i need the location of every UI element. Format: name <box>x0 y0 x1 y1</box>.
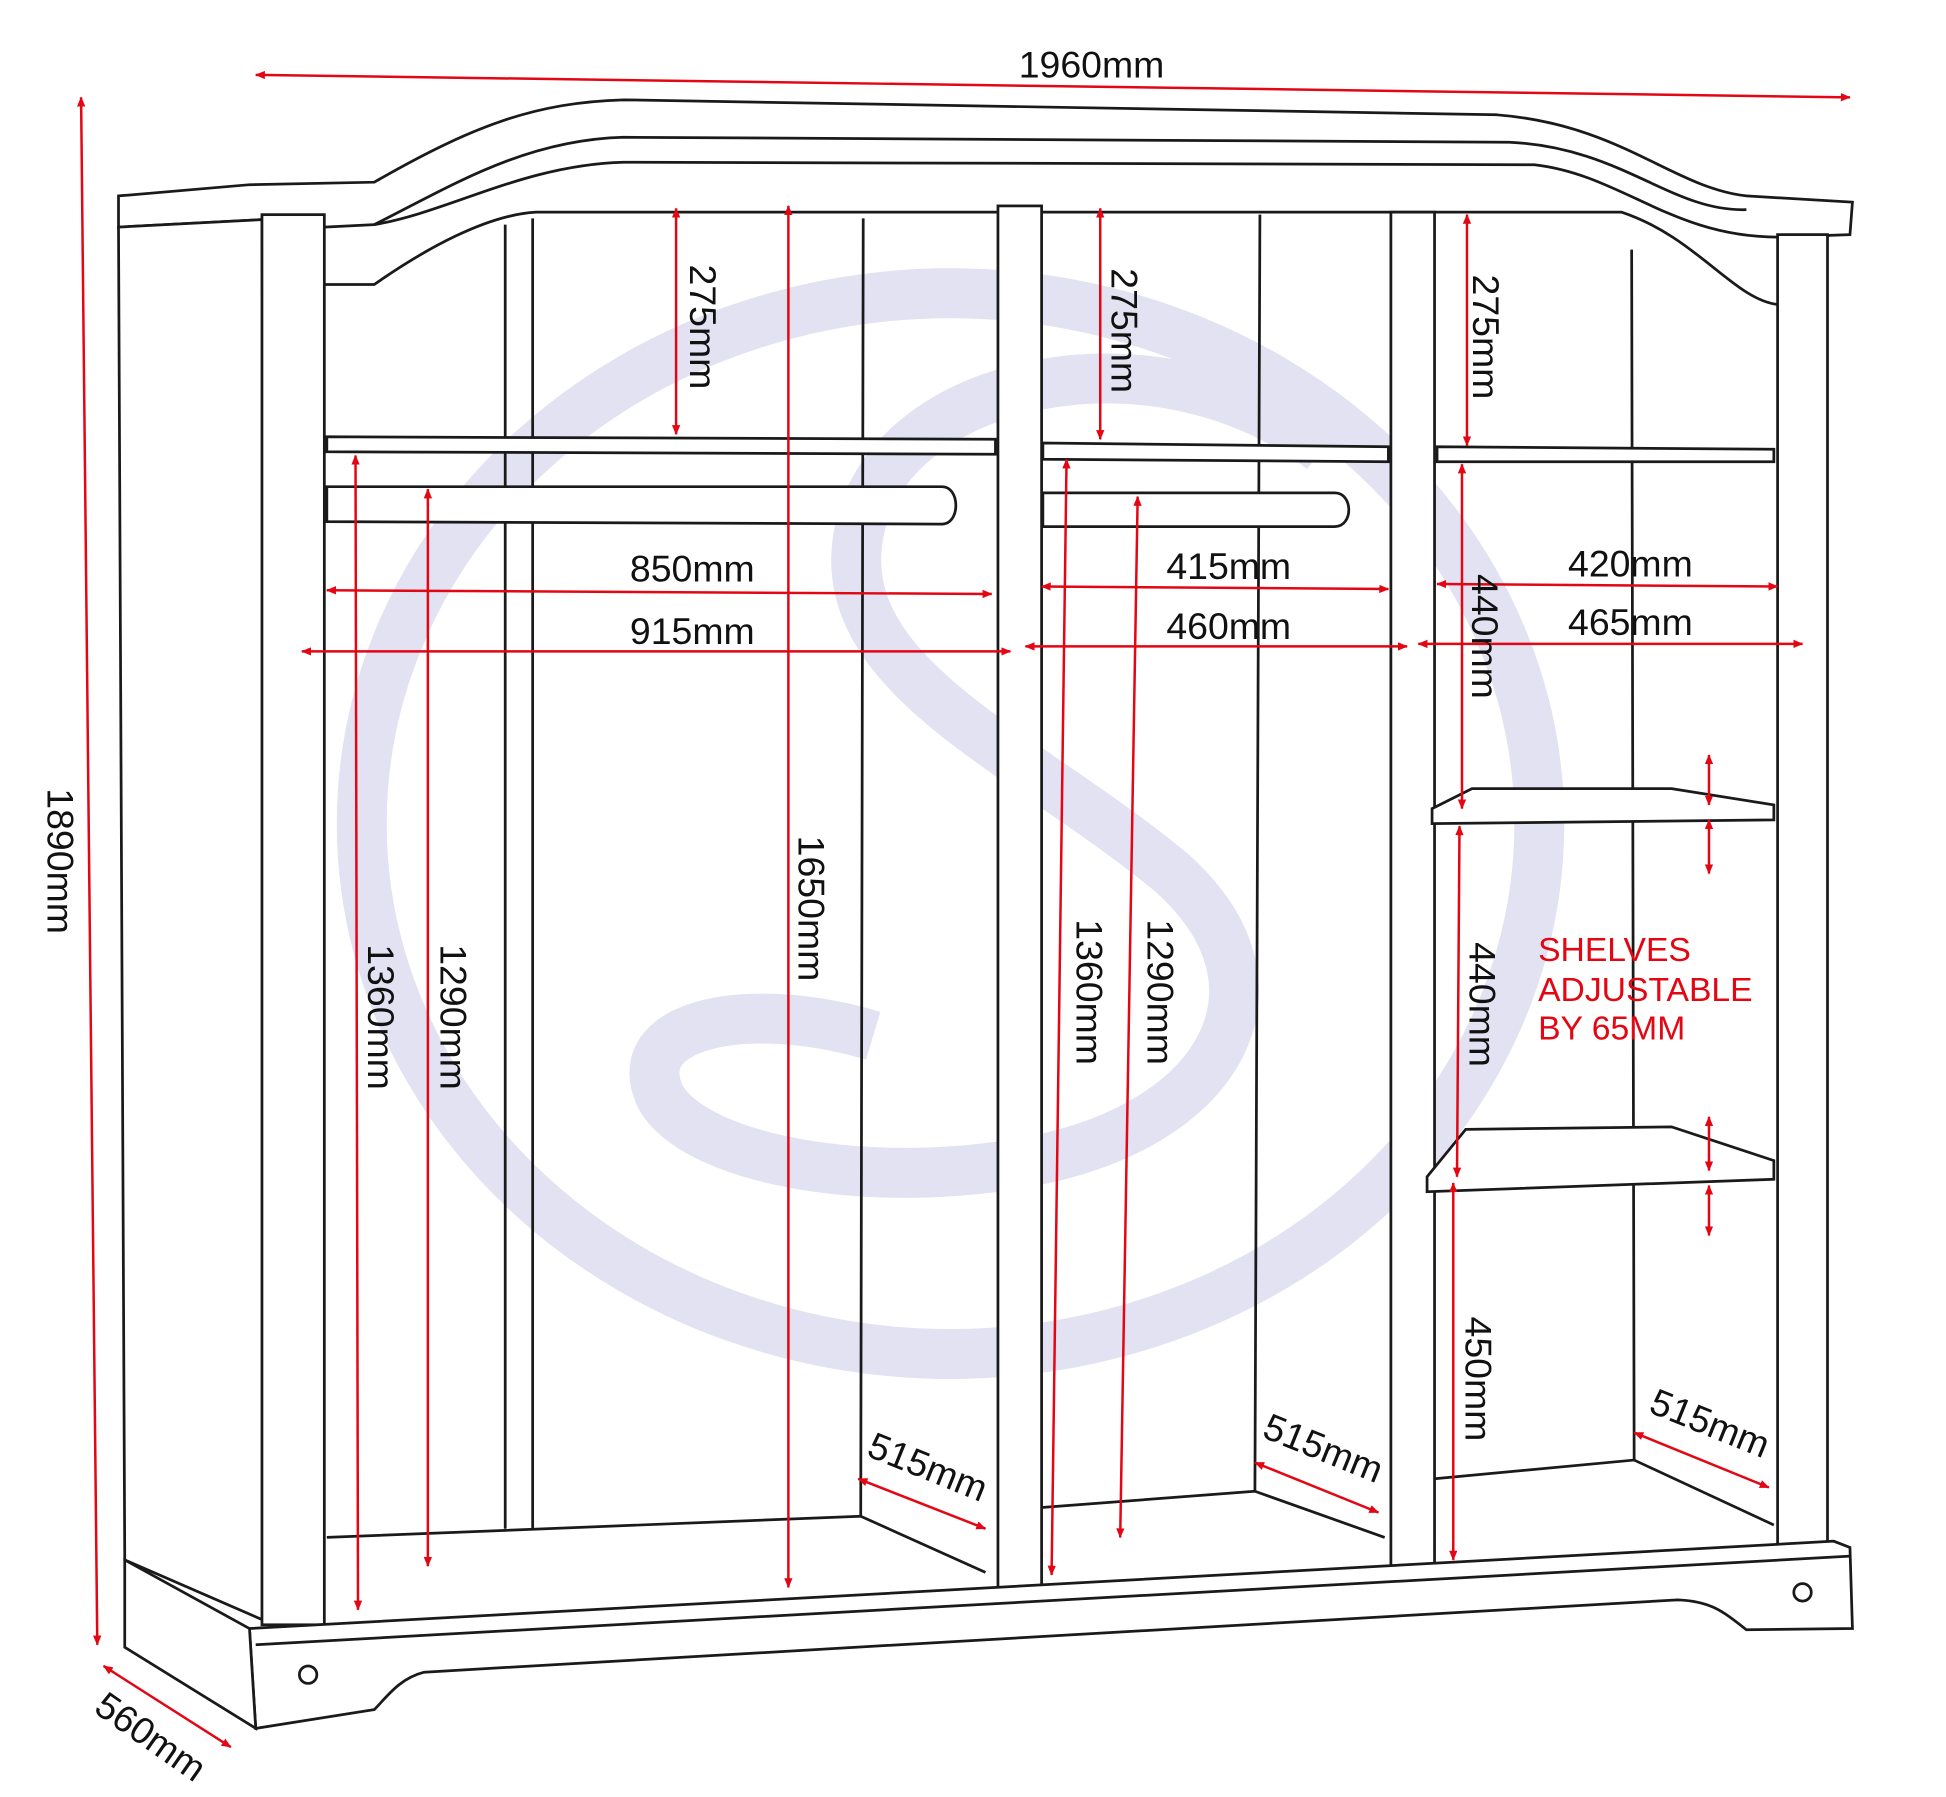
middle-rail-width-label: 415mm <box>1166 545 1291 587</box>
left-width-label: 915mm <box>630 610 755 652</box>
overall-depth-label: 560mm <box>88 1683 214 1789</box>
wardrobe-outline <box>117 98 1854 1731</box>
shelf-gap-bottom-label: 450mm <box>1458 1317 1500 1442</box>
middle-hanging-height-label: 1290mm <box>1140 919 1182 1065</box>
dimension-lines <box>77 70 1851 1749</box>
middle-rail-height-label: 1360mm <box>1069 919 1111 1065</box>
shelf-gap-middle-label: 440mm <box>1461 942 1503 1067</box>
left-depth-label: 515mm <box>862 1424 993 1510</box>
shelves-note-line-3: BY 65MM <box>1538 1011 1685 1048</box>
top-gap-left-label: 275mm <box>682 265 724 390</box>
left-rail-width-label: 850mm <box>630 548 755 590</box>
left-rail-height-label: 1360mm <box>360 944 402 1090</box>
shelves-note-line-1: SHELVES <box>1538 932 1691 969</box>
shelves-note-line-2: ADJUSTABLE <box>1538 972 1753 1009</box>
middle-depth-label: 515mm <box>1258 1405 1389 1491</box>
top-gap-right-label: 275mm <box>1465 275 1507 400</box>
middle-width-label: 460mm <box>1166 605 1291 647</box>
shelf-gap-top-label: 440mm <box>1464 574 1506 699</box>
top-gap-middle-label: 275mm <box>1103 268 1145 393</box>
internal-height-label: 1650mm <box>790 836 832 982</box>
overall-height-label: 1890mm <box>39 788 81 934</box>
left-hanging-height-label: 1290mm <box>432 944 474 1090</box>
right-width-label: 465mm <box>1568 601 1693 643</box>
right-depth-label: 515mm <box>1644 1380 1775 1466</box>
overall-width-label: 1960mm <box>1019 43 1165 85</box>
right-inner-width-label: 420mm <box>1568 543 1693 585</box>
